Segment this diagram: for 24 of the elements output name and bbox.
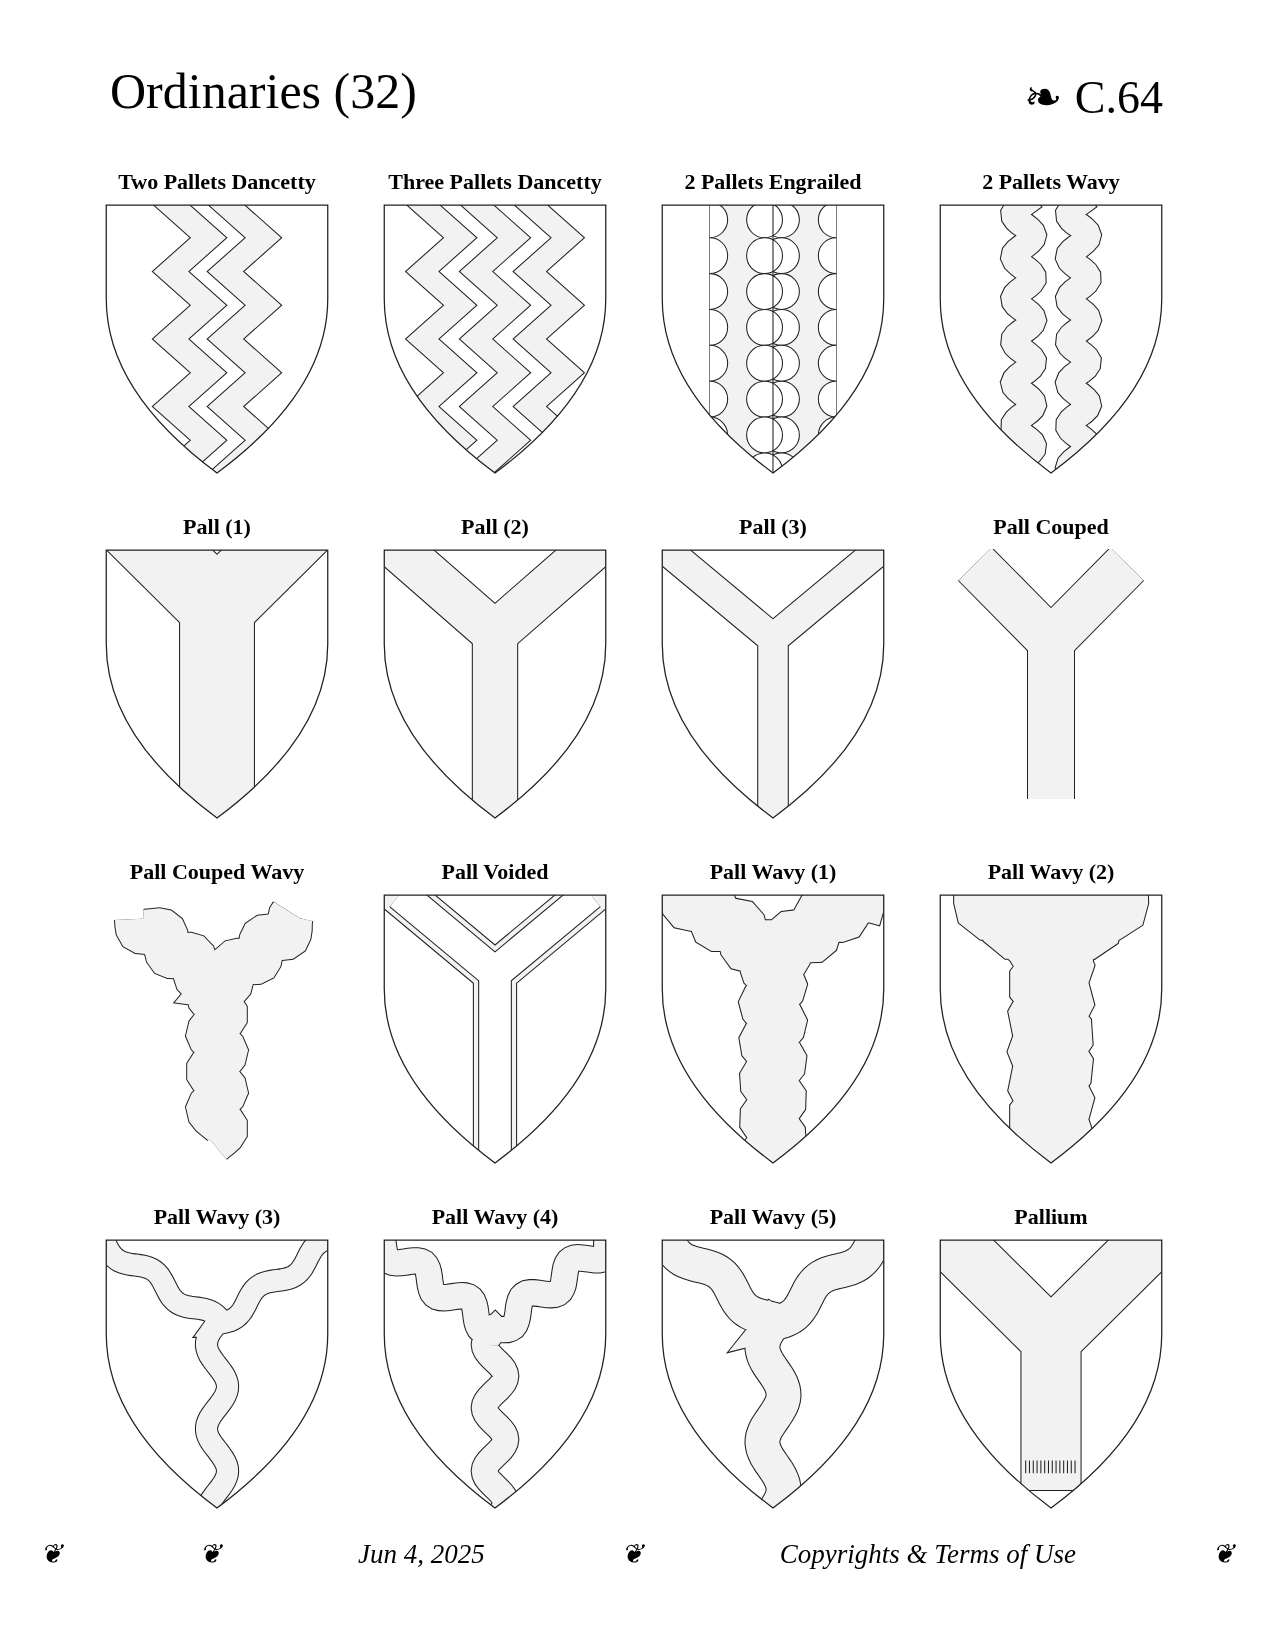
shield-label: Two Pallets Dancetty [118, 168, 316, 196]
shield-label: Three Pallets Dancetty [388, 168, 602, 196]
shield-label: Pall Wavy (4) [431, 1203, 559, 1231]
shield-label: Pall Wavy (5) [709, 1203, 837, 1231]
shield-label: Pall Wavy (3) [153, 1203, 281, 1231]
shield-label: Pall Wavy (2) [987, 858, 1115, 886]
shield-label: Pall (2) [461, 513, 529, 541]
shield-label: Pall Voided [441, 858, 549, 886]
ornament: ❦ [199, 1538, 223, 1570]
plate-number: ❧ C.64 [1024, 71, 1163, 124]
shield-label: 2 Pallets Engrailed [684, 168, 862, 196]
shield-label: Pall Couped [993, 513, 1109, 541]
ornament: ❦ [620, 1538, 644, 1570]
footer-text: Jun 4, 2025 [358, 1538, 485, 1570]
ornament: ❦ [40, 1538, 63, 1570]
page-title: Ordinaries (32) [110, 62, 417, 120]
shield-label: Pall (1) [183, 513, 251, 541]
shield-label: Pall Wavy (1) [709, 858, 837, 886]
shield-label: Pallium [1014, 1203, 1088, 1231]
shield-label: Pall Couped Wavy [129, 858, 305, 886]
footer-text: Copyrights & Terms of Use [779, 1538, 1076, 1570]
shield-label: 2 Pallets Wavy [982, 168, 1120, 196]
shield-label: Pall (3) [739, 513, 807, 541]
ornament: ❦ [1211, 1538, 1235, 1570]
